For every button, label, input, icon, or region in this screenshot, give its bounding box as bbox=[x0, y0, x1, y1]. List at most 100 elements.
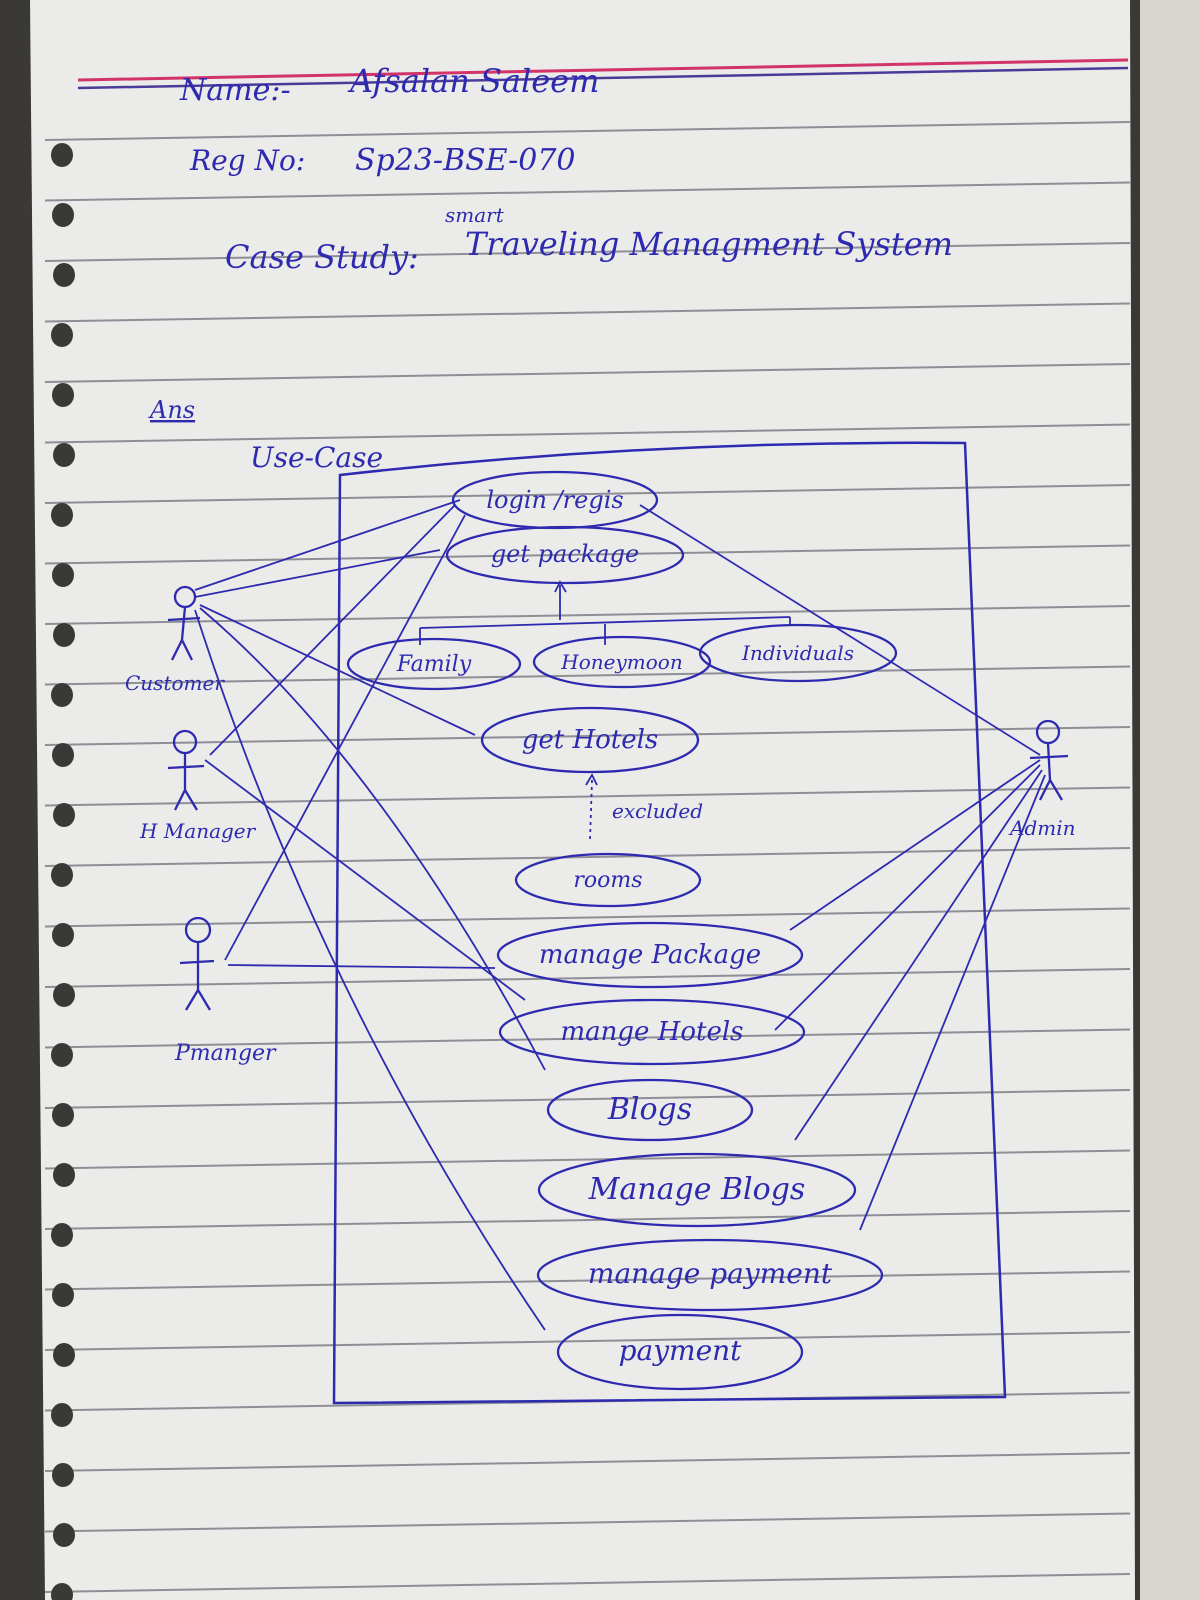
punch-hole bbox=[52, 203, 74, 227]
ruled-line bbox=[44, 544, 1131, 565]
ruled-line bbox=[44, 181, 1131, 202]
ruled-lines bbox=[44, 121, 1131, 1593]
ruled-line bbox=[44, 786, 1131, 807]
punch-hole bbox=[53, 983, 75, 1007]
usecase-gethotels-oval bbox=[480, 706, 700, 774]
usecase-blogs: Blogs bbox=[607, 1092, 692, 1127]
usecase-manageblogs: Manage Blogs bbox=[588, 1172, 806, 1207]
assoc-customer-getpackage bbox=[194, 549, 441, 598]
actor-pmanager bbox=[179, 916, 215, 1011]
usecase-managehotels: mange Hotels bbox=[560, 1017, 743, 1047]
margin-line-blue bbox=[77, 66, 1129, 90]
usecase-login: login /regis bbox=[486, 486, 623, 514]
actor-pmanager-label: Pmanger bbox=[174, 1041, 277, 1066]
usecase-family-oval bbox=[346, 637, 522, 691]
case-study-value: Traveling Managment System bbox=[465, 225, 953, 263]
usecase-managehotels-oval bbox=[498, 998, 806, 1066]
generalization-branches bbox=[419, 617, 791, 645]
usecase-managepackage-oval bbox=[496, 921, 804, 989]
assoc-pmanager-managepackage bbox=[227, 964, 496, 969]
generalization-bar bbox=[419, 616, 791, 629]
punch-hole bbox=[51, 683, 73, 707]
excluded-relation-line bbox=[589, 779, 593, 841]
actor-hmanager-body bbox=[167, 753, 205, 811]
assoc-hmanager-login bbox=[209, 504, 456, 756]
punch-hole bbox=[53, 1163, 75, 1187]
usecase-gethotels: get Hotels bbox=[522, 725, 659, 755]
case-study-label: Case Study: bbox=[225, 238, 419, 276]
punch-hole bbox=[53, 1343, 75, 1367]
actor-hmanager bbox=[167, 729, 205, 811]
ruled-line bbox=[44, 1149, 1131, 1170]
usecase-manageblogs-oval bbox=[537, 1152, 857, 1228]
assoc-admin-managepayment bbox=[859, 774, 1046, 1231]
adjacent-page-edge bbox=[1140, 0, 1200, 1600]
ruled-line bbox=[44, 1512, 1131, 1533]
punch-hole bbox=[51, 1223, 73, 1247]
assoc-admin-managehotels bbox=[774, 764, 1041, 1031]
system-boundary bbox=[332, 441, 1007, 1405]
punch-hole bbox=[53, 443, 75, 467]
punch-hole bbox=[52, 383, 74, 407]
assoc-customer-payment bbox=[194, 609, 546, 1331]
assoc-admin-managepackage bbox=[789, 759, 1041, 931]
punch-hole bbox=[51, 323, 73, 347]
usecase-managepackage: manage Package bbox=[539, 940, 761, 970]
actor-admin bbox=[1029, 719, 1069, 801]
punch-hole bbox=[51, 1043, 73, 1067]
ruled-line bbox=[44, 605, 1131, 625]
usecase-family: Family bbox=[396, 652, 472, 677]
actor-hmanager-label: H Manager bbox=[139, 819, 257, 843]
ruled-line bbox=[44, 847, 1131, 867]
punch-hole bbox=[51, 863, 73, 887]
usecase-payment-oval bbox=[556, 1313, 804, 1391]
usecase-getpackage: get package bbox=[491, 540, 639, 568]
ruled-line bbox=[44, 1210, 1131, 1230]
association-lines bbox=[194, 499, 1046, 1331]
ruled-line bbox=[44, 1028, 1131, 1049]
punch-hole bbox=[53, 263, 75, 287]
usecase-getpackage-oval bbox=[445, 525, 685, 585]
usecase-individuals-oval bbox=[698, 623, 898, 683]
diagram-title: Use-Case bbox=[250, 441, 383, 474]
assoc-customer-gethotels bbox=[199, 604, 476, 736]
punch-hole bbox=[53, 1523, 75, 1547]
ruled-line bbox=[44, 1331, 1131, 1351]
usecase-payment: payment bbox=[619, 1334, 743, 1367]
punch-hole bbox=[51, 503, 73, 527]
use-case-ovals bbox=[346, 470, 898, 1391]
ruled-line bbox=[44, 423, 1131, 444]
ruled-line bbox=[44, 121, 1131, 141]
name-value: Afsalan Saleem bbox=[347, 62, 599, 100]
assoc-hmanager-managehotels bbox=[204, 759, 526, 1001]
ruled-line bbox=[44, 302, 1131, 323]
actor-admin-label: Admin bbox=[1008, 816, 1076, 840]
usecase-honeymoon-oval bbox=[532, 635, 712, 689]
ruled-line bbox=[44, 1270, 1131, 1291]
assoc-pmanager-login bbox=[224, 514, 466, 961]
punch-hole bbox=[52, 743, 74, 767]
ruled-line bbox=[44, 1573, 1131, 1593]
usecase-blogs-oval bbox=[546, 1078, 754, 1142]
punch-hole bbox=[52, 923, 74, 947]
assoc-customer-login bbox=[194, 499, 461, 591]
margin-line-red bbox=[77, 58, 1129, 82]
ruled-line bbox=[44, 363, 1131, 383]
punch-hole bbox=[52, 1463, 74, 1487]
punch-hole bbox=[53, 623, 75, 647]
ruled-line bbox=[44, 968, 1131, 988]
case-study-insert: smart bbox=[445, 203, 505, 227]
actor-admin-body bbox=[1029, 742, 1069, 801]
assoc-customer-blogs bbox=[199, 607, 546, 1071]
punch-hole bbox=[51, 143, 73, 167]
excluded-label: excluded bbox=[612, 799, 703, 823]
ruled-line bbox=[44, 1089, 1131, 1109]
answer-label: Ans bbox=[148, 396, 195, 424]
excluded-arrowhead bbox=[585, 773, 598, 786]
actor-customer-label: Customer bbox=[125, 671, 225, 695]
actor-customer-body bbox=[167, 606, 201, 661]
name-label: Name:- bbox=[179, 73, 291, 108]
assoc-admin-manageblogs bbox=[794, 769, 1043, 1141]
usecase-rooms: rooms bbox=[573, 868, 642, 893]
